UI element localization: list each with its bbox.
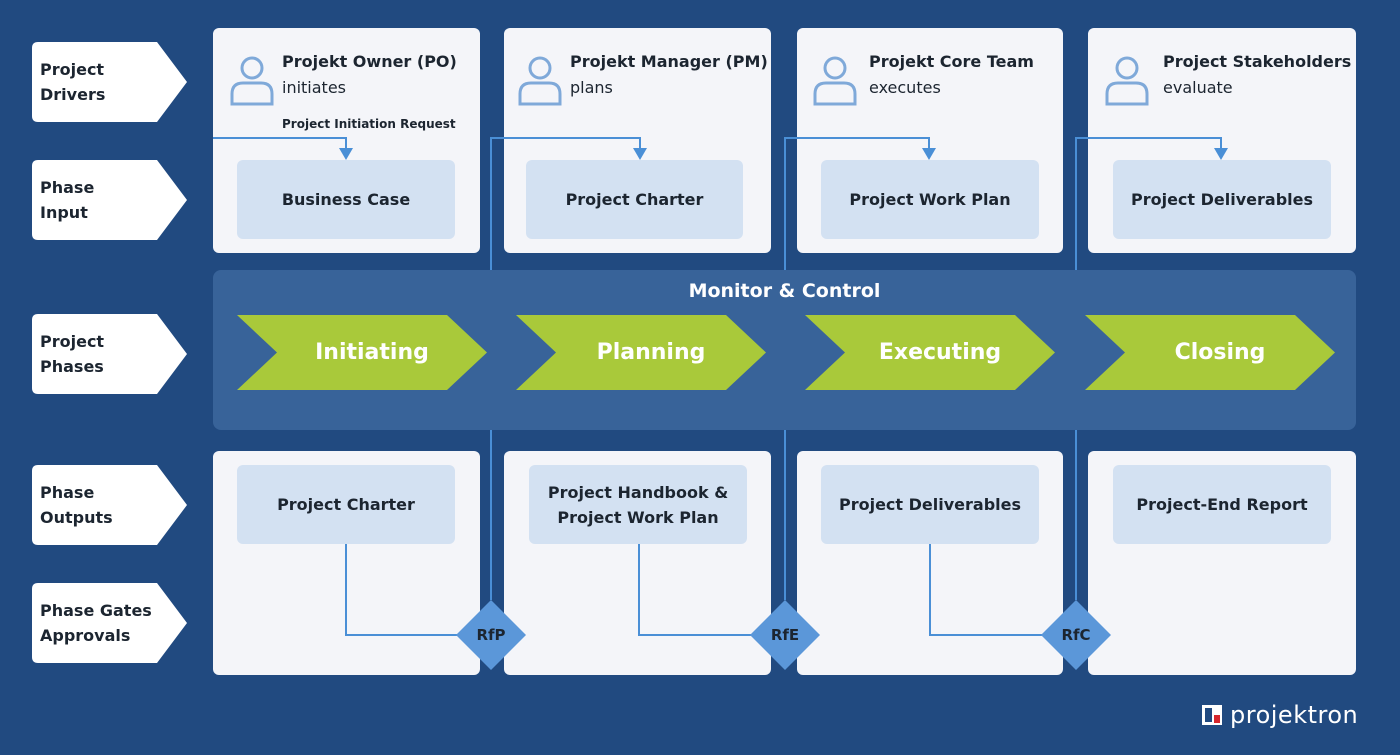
gate-rfe: RfE — [750, 600, 820, 670]
monitor-control-title: Monitor & Control — [688, 280, 881, 302]
row-label-text: Project Phases — [40, 332, 105, 376]
role-verb: initiates — [282, 78, 347, 97]
input-box: Project Work Plan — [821, 160, 1039, 239]
gate-label: RfP — [476, 626, 506, 644]
diamond-shape — [456, 600, 526, 670]
chevron-shape — [1085, 315, 1335, 390]
connector-line — [638, 544, 752, 636]
phase-label: Planning — [596, 340, 706, 365]
person-icon — [518, 56, 562, 106]
phase-planning: Planning — [516, 315, 766, 390]
role-name: Projekt Manager (PM) — [570, 52, 768, 71]
row-label-project-drivers: Project Drivers — [32, 42, 187, 122]
phase-label: Initiating — [315, 340, 429, 365]
connector-line — [929, 544, 1043, 636]
gate-rfc: RfC — [1041, 600, 1111, 670]
role-name: Projekt Owner (PO) — [282, 52, 457, 71]
connector-line — [345, 544, 460, 636]
row-label-phase-input: Phase Input — [32, 160, 187, 240]
phase-label: Closing — [1174, 340, 1266, 365]
arrowhead-icon — [922, 148, 936, 160]
phase-label: Executing — [878, 340, 1002, 365]
input-box: Business Case — [237, 160, 455, 239]
chevron-shape — [237, 315, 487, 390]
arrowhead-icon — [1214, 148, 1228, 160]
role-verb: plans — [570, 78, 613, 97]
connector-line — [784, 137, 930, 270]
row-label-text: Phase Outputs — [40, 483, 113, 527]
row-label-shape — [32, 583, 187, 663]
row-label-text: Phase Input — [40, 178, 95, 222]
phase-executing: Executing — [805, 315, 1055, 390]
connector-line — [1075, 137, 1222, 270]
role-verb: executes — [869, 78, 941, 97]
role-verb: evaluate — [1163, 78, 1233, 97]
output-box: Project Handbook & Project Work Plan — [529, 465, 747, 544]
row-label-shape — [32, 465, 187, 545]
diamond-shape — [750, 600, 820, 670]
phase-initiating: Initiating — [237, 315, 487, 390]
initiation-request-label: Project Initiation Request — [282, 117, 456, 131]
input-box: Project Deliverables — [1113, 160, 1331, 239]
row-label-project-phases: Project Phases — [32, 314, 187, 394]
role-name: Project Stakeholders — [1163, 52, 1352, 71]
row-label-phase-gates: Phase Gates Approvals — [32, 583, 187, 663]
chevron-shape — [805, 315, 1055, 390]
input-box: Project Charter — [526, 160, 743, 239]
output-box: Project Deliverables — [821, 465, 1039, 544]
row-label-shape — [32, 42, 187, 122]
projektron-logo: projektron — [1202, 700, 1358, 730]
logo-mark-icon — [1202, 705, 1222, 725]
row-label-phase-outputs: Phase Outputs — [32, 465, 187, 545]
output-box: Project-End Report — [1113, 465, 1331, 544]
arrowhead-icon — [339, 148, 353, 160]
gate-label: RfE — [770, 626, 800, 644]
row-label-text: Project Drivers — [40, 60, 106, 104]
gate-label: RfC — [1061, 626, 1091, 644]
person-icon — [1105, 56, 1149, 106]
connector-line — [213, 137, 347, 154]
gate-rfp: RfP — [456, 600, 526, 670]
row-label-text: Phase Gates Approvals — [40, 601, 152, 645]
chevron-shape — [516, 315, 766, 390]
diamond-shape — [1041, 600, 1111, 670]
output-box: Project Charter — [237, 465, 455, 544]
person-icon — [813, 56, 857, 106]
phase-closing: Closing — [1085, 315, 1335, 390]
connector-line — [490, 137, 641, 270]
row-label-shape — [32, 314, 187, 394]
person-icon — [230, 56, 274, 106]
role-name: Projekt Core Team — [869, 52, 1034, 71]
logo-text: projektron — [1230, 701, 1359, 729]
row-label-shape — [32, 160, 187, 240]
arrowhead-icon — [633, 148, 647, 160]
